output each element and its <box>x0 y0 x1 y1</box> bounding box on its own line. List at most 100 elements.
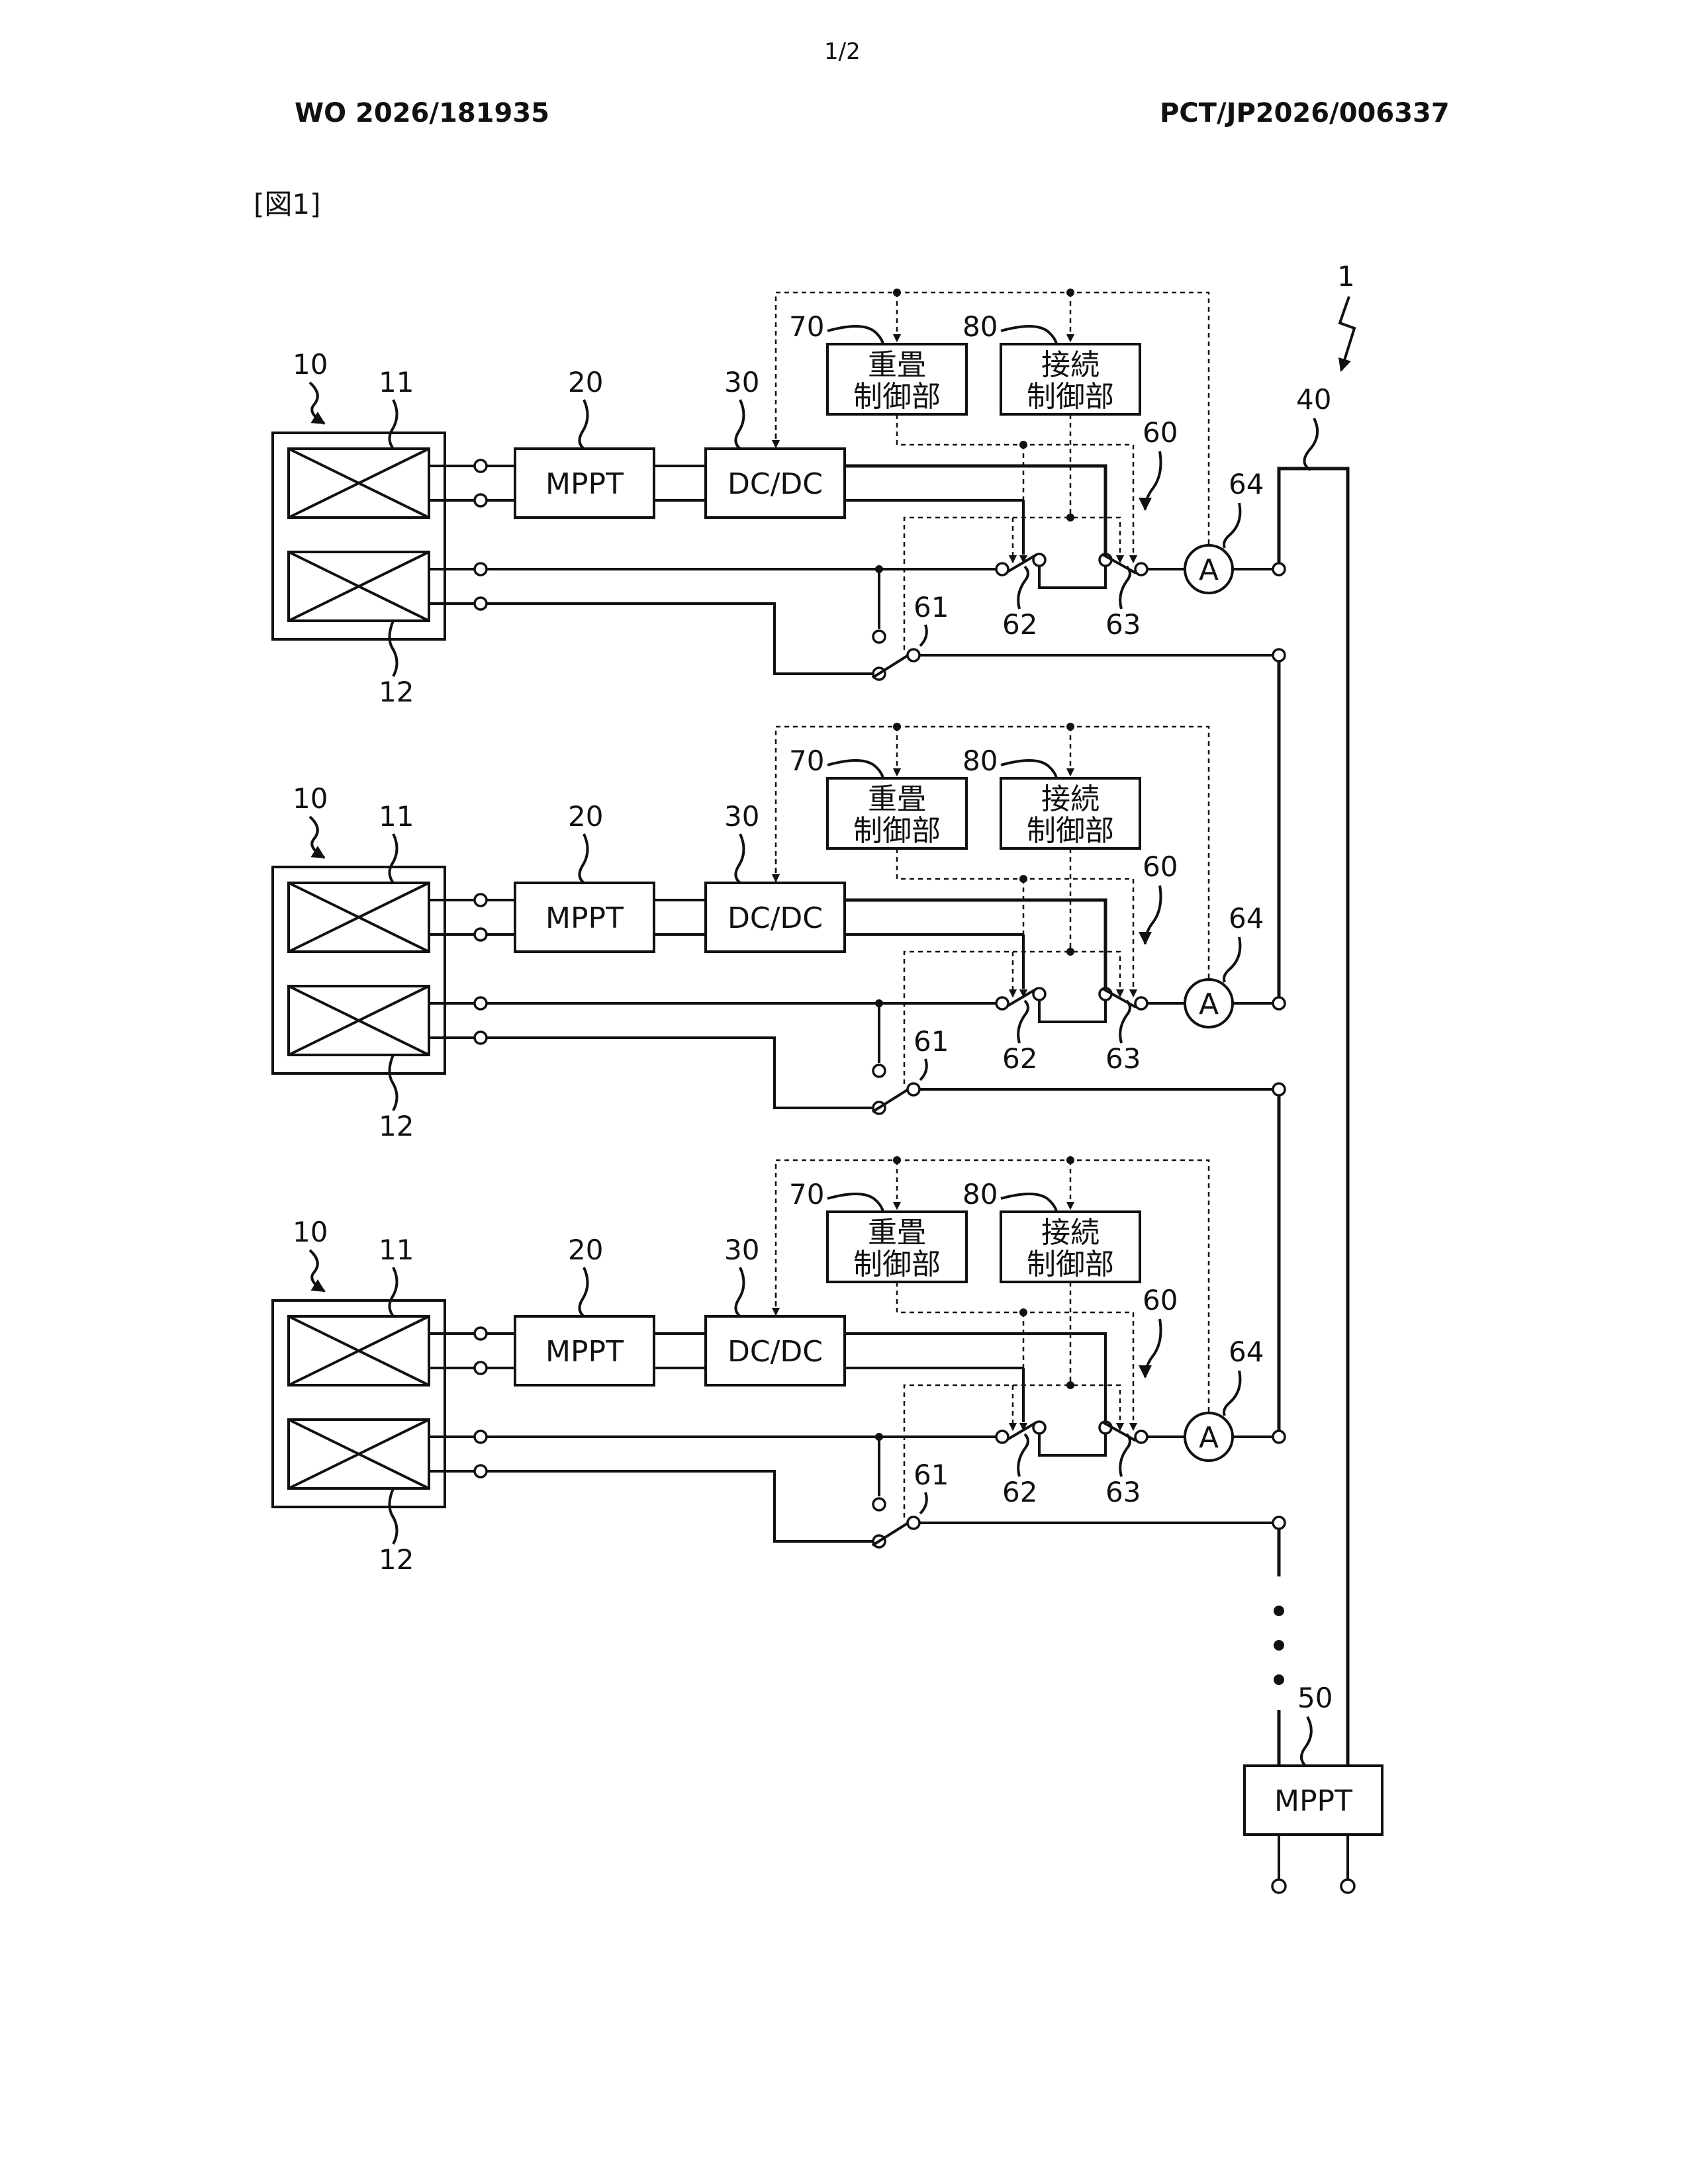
output-terminal <box>1341 1880 1354 1893</box>
ammeter-ref: 64 <box>1229 1336 1264 1368</box>
switch-62-terminal <box>1033 1422 1045 1433</box>
junction-dot <box>1066 723 1074 731</box>
switch-61-leader <box>920 1059 927 1080</box>
dcdc-30: 30 DC/DC <box>706 800 845 952</box>
switch-63-terminal <box>1135 563 1147 575</box>
switch-group-ref: 60 <box>1143 850 1178 883</box>
ammeter-ref: 64 <box>1229 902 1264 934</box>
junction-dot <box>893 1156 901 1164</box>
dcdc-label: DC/DC <box>727 901 823 935</box>
bus-terminal <box>1273 1517 1285 1529</box>
switch-61-blade <box>872 1523 908 1545</box>
panel-12-return-line <box>487 1038 872 1108</box>
superposition-control-leader <box>827 1194 883 1212</box>
unit-leader <box>310 817 324 858</box>
dcdc-output-line <box>845 1334 1105 1422</box>
connection-control-leader <box>1001 326 1056 344</box>
system-ref-group: 1 <box>1337 260 1355 371</box>
connection-control-80: 接続 制御部 80 <box>962 1178 1140 1282</box>
superposition-control-label-1: 重畳 <box>868 348 926 382</box>
dcdc-label: DC/DC <box>727 1335 823 1369</box>
switch-62-ref: 62 <box>1002 1042 1037 1075</box>
panel-b-ref: 12 <box>379 1543 414 1576</box>
superposition-control-signal <box>897 848 1133 997</box>
terminal <box>475 1465 487 1477</box>
switch-61-terminal <box>873 1498 885 1510</box>
connection-control-label-1: 接続 <box>1041 1216 1100 1250</box>
bus-terminal <box>1273 649 1285 661</box>
dcdc-leader <box>735 834 743 883</box>
superposition-control-label-2: 制御部 <box>853 1248 941 1281</box>
ammeter-label: A <box>1199 553 1219 587</box>
connection-control-label-1: 接続 <box>1041 782 1100 816</box>
switch-62-63-link <box>1039 1000 1105 1022</box>
switch-63-terminal <box>1135 1431 1147 1443</box>
switch-62-blade <box>1008 555 1037 572</box>
superposition-control-signal <box>897 414 1133 563</box>
switch-62-terminal <box>1033 554 1045 566</box>
connection-control-label-2: 制御部 <box>1027 380 1114 414</box>
dcdc-ref: 30 <box>724 800 759 833</box>
terminal <box>475 1328 487 1340</box>
switch-61-ref: 61 <box>914 1459 949 1491</box>
dcdc-30: 30 DC/DC <box>706 1234 845 1385</box>
mppt-20: 20 MPPT <box>515 800 654 952</box>
ammeter-label: A <box>1199 987 1219 1021</box>
connection-control-label-2: 制御部 <box>1027 814 1114 848</box>
dcdc-label: DC/DC <box>727 467 823 501</box>
mppt-ref: 20 <box>568 366 603 398</box>
ammeter-leader <box>1224 937 1240 982</box>
terminal <box>475 929 487 940</box>
junction-dot <box>1019 1308 1027 1316</box>
central-mppt-label: MPPT <box>1274 1784 1352 1818</box>
superposition-control-leader <box>827 326 883 344</box>
superposition-control-signal <box>897 1282 1133 1430</box>
switch-group-leader <box>1145 451 1161 510</box>
superposition-control-ref: 70 <box>789 310 824 343</box>
connection-control-ref: 80 <box>962 745 998 777</box>
switch-61-terminal <box>873 1065 885 1077</box>
unit-ref: 10 <box>293 782 328 815</box>
dcdc-30: 30 DC/DC <box>706 366 845 518</box>
ammeter-leader <box>1224 1371 1240 1416</box>
superposition-control-70: 重畳 制御部 70 <box>789 1178 966 1282</box>
mppt-leader <box>579 834 587 883</box>
junction-dot <box>893 289 901 296</box>
solar-unit-10: 10 11 12 <box>273 1216 445 1576</box>
mppt-20: 20 MPPT <box>515 366 654 518</box>
continuation-dot <box>1274 1640 1284 1651</box>
junction-dot <box>875 1433 883 1441</box>
ammeter-leader <box>1224 503 1240 548</box>
switch-62-terminal <box>996 997 1008 1009</box>
switch-62-ref: 62 <box>1002 1476 1037 1508</box>
switch-group-ref: 60 <box>1143 1284 1178 1316</box>
solar-unit-10: 10 11 12 <box>273 348 445 708</box>
continuation-dot <box>1274 1606 1284 1616</box>
superposition-control-label-2: 制御部 <box>853 814 941 848</box>
system-ref: 1 <box>1337 260 1355 293</box>
switch-63-ref: 63 <box>1105 608 1141 641</box>
switch-63-terminal <box>1135 997 1147 1009</box>
switch-group-ref: 60 <box>1143 416 1178 449</box>
terminal <box>475 1362 487 1374</box>
switch-61-terminal <box>908 1083 919 1095</box>
superposition-control-label-1: 重畳 <box>868 1216 926 1250</box>
terminal <box>475 598 487 610</box>
output-terminal <box>1272 1880 1286 1893</box>
switch-63-leader <box>1120 1001 1130 1043</box>
switch-62-terminal <box>996 563 1008 575</box>
generation-unit: 10 11 12 20 MPPT <box>273 723 1285 1142</box>
solar-unit-10: 10 11 12 <box>273 782 445 1142</box>
dcdc-ref: 30 <box>724 366 759 398</box>
switch-62-63-link <box>1039 1433 1105 1455</box>
switch-63-leader <box>1120 567 1130 609</box>
panel-12-return-line <box>487 1471 872 1541</box>
mppt-ref: 20 <box>568 1234 603 1266</box>
superposition-control-ref: 70 <box>789 1178 824 1210</box>
ammeter-ref: 64 <box>1229 468 1264 500</box>
switch-61-ref: 61 <box>914 1025 949 1058</box>
bus-terminal <box>1273 1083 1285 1095</box>
dcdc-output-line <box>845 466 1105 555</box>
mppt-label: MPPT <box>545 901 624 935</box>
